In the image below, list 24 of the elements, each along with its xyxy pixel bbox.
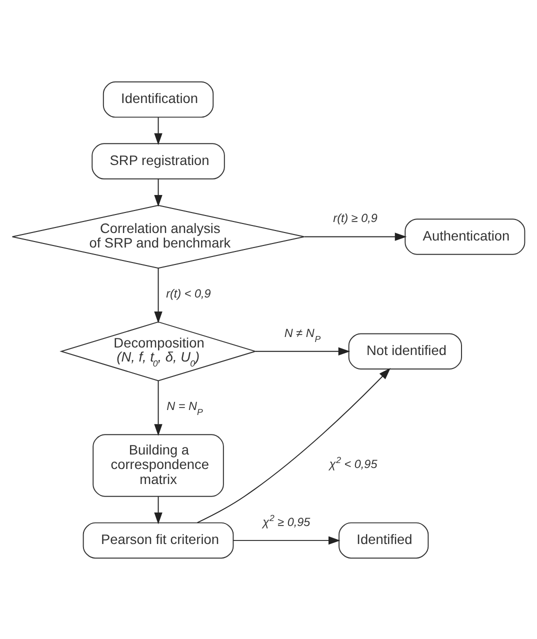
node-box: SRP registration (92, 142, 225, 179)
edge-label: r(t) ≥ 0,9 (333, 212, 378, 225)
edge-label: N = N$_{P}$ (166, 400, 203, 417)
node-diamond: Correlation analysis of SRP and benchmark (12, 204, 305, 268)
node-diamond: Decomposition (N, f, t$_{0}$, δ, U$_{0}$) (60, 320, 257, 381)
arrow (196, 367, 391, 523)
node-box: Identified (338, 522, 429, 558)
arrow (154, 116, 162, 144)
arrow (154, 178, 162, 206)
edge-label: r(t) < 0,9 (166, 287, 211, 300)
edge-label: χ$^{2}$ ≥ 0,95 (262, 512, 310, 528)
node-box: Pearson fit criterion (82, 522, 234, 558)
arrow (232, 536, 340, 544)
arrow (154, 496, 162, 524)
node-box: Building a correspondence matrix (92, 434, 224, 496)
edge-label: χ$^{2}$ < 0,95 (329, 454, 378, 471)
arrow (255, 346, 350, 355)
arrow (304, 232, 407, 240)
edge-label: N ≠ N$_{P}$ (284, 326, 321, 344)
node-box: Identification (102, 80, 214, 118)
node-box: Authentication (404, 218, 526, 254)
arrow (154, 267, 162, 323)
arrow (154, 380, 162, 436)
node-box: Not identified (348, 332, 462, 369)
